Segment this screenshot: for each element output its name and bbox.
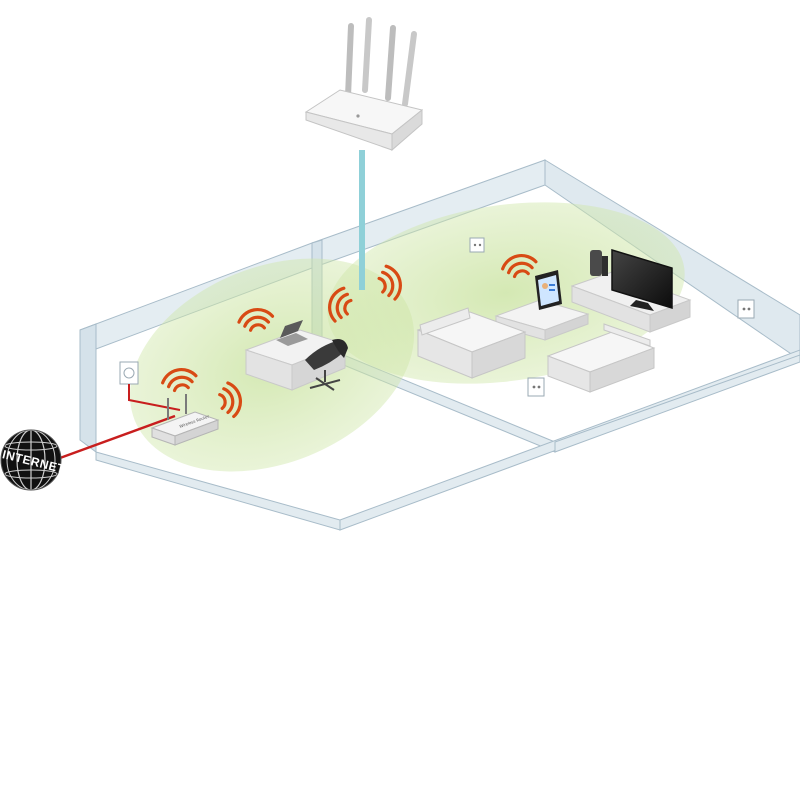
wall-socket-icon <box>119 361 139 385</box>
speaker-icon <box>590 250 608 276</box>
internet-cable <box>59 414 176 460</box>
laptop-icon <box>276 320 308 346</box>
chair-icon <box>305 339 348 391</box>
left-wall <box>79 323 97 453</box>
wall-socket-icon <box>527 377 545 397</box>
sofa-icon <box>546 323 656 393</box>
ceiling-router-icon <box>304 17 424 152</box>
socket-cable <box>128 384 181 411</box>
wall-socket-icon <box>469 237 485 253</box>
coffee-table <box>494 299 590 341</box>
globe-icon: INTERNET <box>0 429 67 491</box>
divider-wall-far <box>554 354 800 453</box>
wireless-router-icon: Wireless Router <box>150 394 220 446</box>
wall-socket-icon <box>737 299 755 319</box>
tablet-icon <box>535 270 562 310</box>
tv-icon <box>611 248 673 311</box>
sofa-icon <box>416 307 527 379</box>
